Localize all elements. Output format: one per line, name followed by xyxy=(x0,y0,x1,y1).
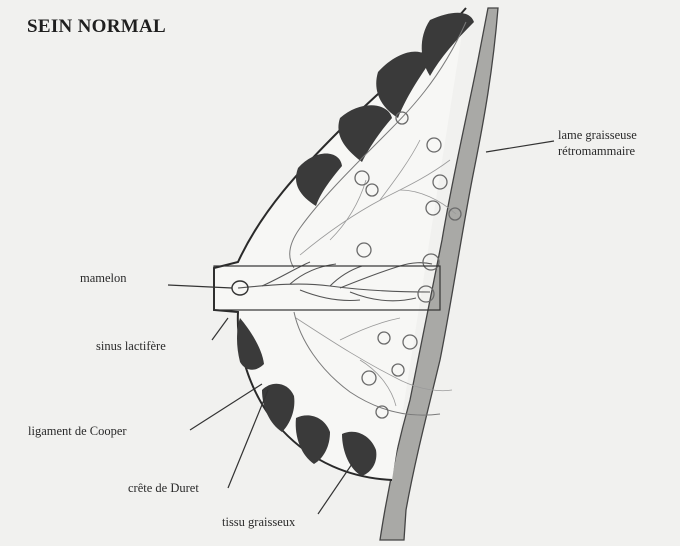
leader-sinus xyxy=(212,318,228,340)
label-ligament-cooper: ligament de Cooper xyxy=(28,424,127,440)
leader-crete xyxy=(228,390,268,488)
leader-tissu xyxy=(318,464,352,514)
label-mamelon: mamelon xyxy=(80,271,127,287)
label-crete-duret: crête de Duret xyxy=(128,481,199,497)
label-lame-graisseuse: lame graisseuse rétromammaire xyxy=(558,128,637,159)
label-lame-line2: rétromammaire xyxy=(558,144,637,160)
label-sinus-lactifere: sinus lactifère xyxy=(96,339,166,355)
page-title: SEIN NORMAL xyxy=(27,16,166,38)
leader-lame xyxy=(486,141,554,152)
label-tissu-graisseux: tissu graisseux xyxy=(222,515,295,531)
label-lame-line1: lame graisseuse xyxy=(558,128,637,144)
leader-cooper xyxy=(190,384,262,430)
